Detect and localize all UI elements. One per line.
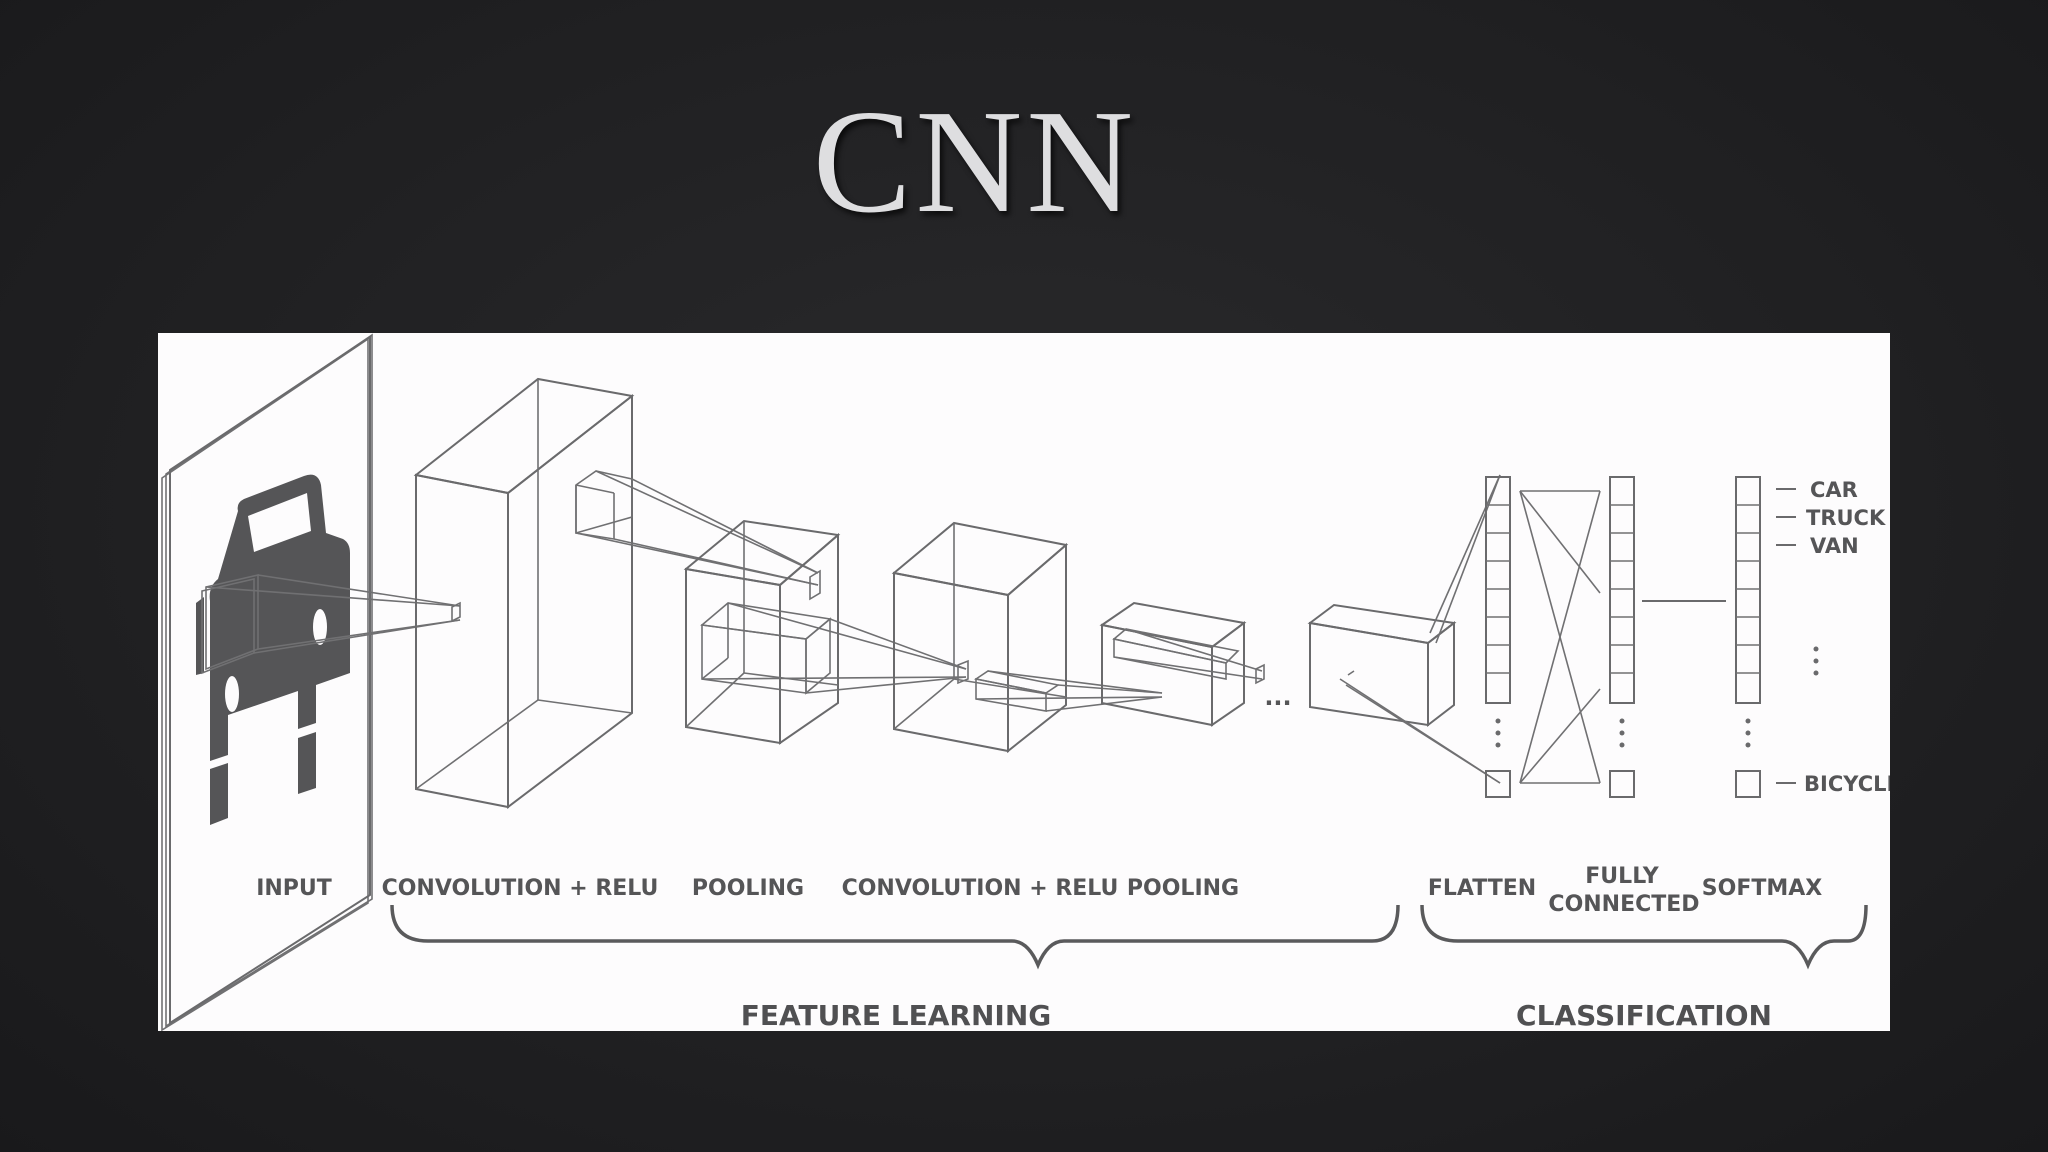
input-receptive-field	[201, 573, 461, 675]
pool1-block	[683, 519, 841, 745]
stage-label-conv2: CONVOLUTION + RELU	[842, 876, 1119, 901]
conv1-block	[413, 377, 635, 810]
conv1-receptive-field	[575, 470, 821, 601]
car-icon	[196, 474, 350, 825]
class-labels: CAR TRUCK VAN BICYCLE	[1776, 478, 1890, 796]
slide-title: CNN	[812, 80, 1138, 244]
stage-label-pool2: POOLING	[1127, 876, 1239, 901]
pool1-receptive-field	[701, 602, 969, 694]
group-label-feature-learning: FEATURE LEARNING	[741, 999, 1052, 1031]
stage-label-conv1: CONVOLUTION + RELU	[382, 876, 659, 901]
softmax-column	[1735, 476, 1819, 798]
class-label-van: VAN	[1810, 534, 1859, 558]
input-image	[161, 333, 373, 1031]
stage-label-connected: CONNECTED	[1548, 892, 1699, 917]
class-label-truck: TRUCK	[1806, 506, 1886, 530]
class-label-bicycle: BICYCLE	[1804, 772, 1890, 796]
cnn-diagram: ...	[158, 333, 1890, 1031]
cnn-diagram-svg: ...	[161, 333, 1890, 1031]
stage-label-pool1: POOLING	[692, 876, 804, 901]
fc-connections	[1519, 490, 1601, 784]
group-label-classification: CLASSIFICATION	[1516, 999, 1772, 1031]
class-label-car: CAR	[1810, 478, 1858, 502]
flatten-column	[1485, 476, 1511, 798]
conv2-block	[891, 521, 1163, 754]
pool2-block	[1099, 601, 1265, 727]
fully-connected-column	[1609, 476, 1635, 798]
stage-label-fully: FULLY	[1585, 864, 1660, 889]
feature-learning-brace	[390, 904, 1400, 970]
classification-brace	[1420, 904, 1868, 970]
final-feature-block	[1307, 474, 1501, 784]
stage-label-input: INPUT	[256, 876, 332, 901]
ellipsis-label: ...	[1264, 683, 1291, 711]
stage-label-softmax: SOFTMAX	[1702, 876, 1823, 901]
stage-label-flatten: FLATTEN	[1428, 876, 1536, 901]
